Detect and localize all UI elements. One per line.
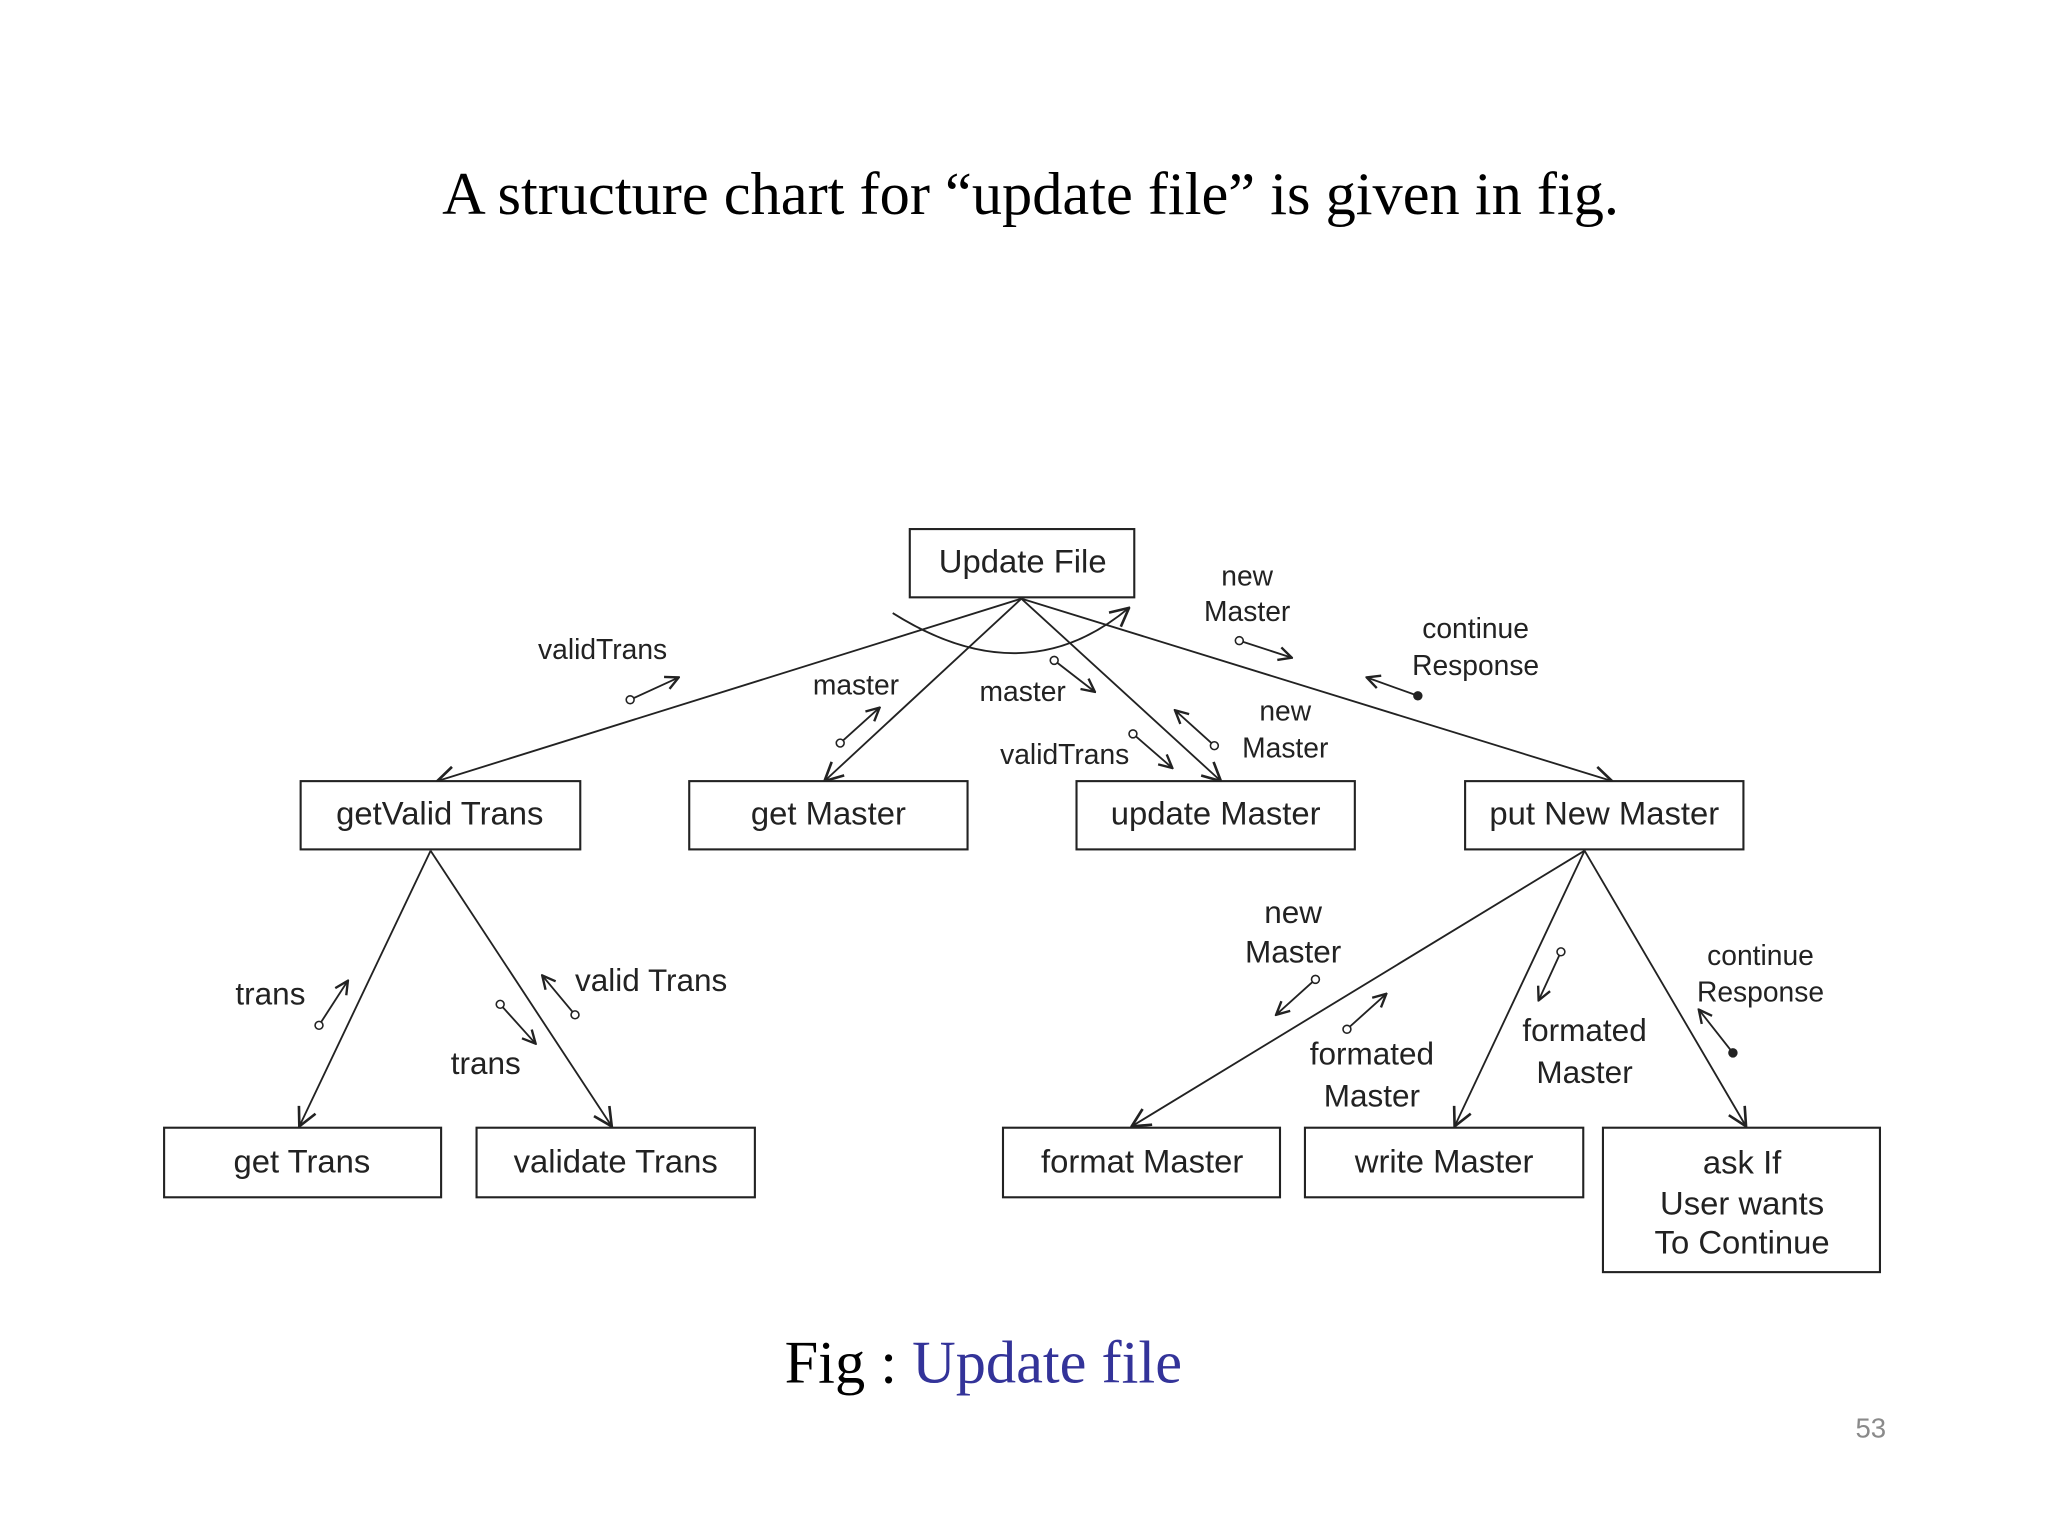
- flow-label-new-master: Master: [1242, 731, 1328, 763]
- svg-text:format Master: format Master: [1041, 1142, 1243, 1179]
- flow-label-continue-response: continue: [1422, 612, 1529, 644]
- flow-label-new-master: Master: [1245, 933, 1341, 969]
- data-couple-icon: [314, 1020, 324, 1031]
- module-get-valid-trans: getValid Trans: [299, 780, 582, 851]
- data-flow-arrow: [499, 1003, 535, 1043]
- data-couple-icon: [1556, 947, 1566, 957]
- data-couple-icon: [1049, 655, 1059, 666]
- flow-label-trans: trans: [451, 1045, 521, 1081]
- data-couple-icon: [1234, 635, 1245, 646]
- data-couple-icon: [1342, 1024, 1352, 1034]
- call-connection: [824, 597, 1022, 781]
- flow-label-formated-master: formated: [1522, 1012, 1646, 1048]
- data-flow-arrow: [1276, 978, 1317, 1014]
- svg-text:Update File: Update File: [939, 542, 1107, 579]
- call-connection: [1455, 850, 1586, 1127]
- flow-label-formated-master: Master: [1536, 1054, 1632, 1090]
- data-flow-arrow: [318, 981, 348, 1026]
- svg-text:write Master: write Master: [1354, 1142, 1534, 1179]
- data-flow-arrow: [1239, 639, 1292, 658]
- data-flow-arrow: [1132, 733, 1172, 768]
- call-connection: [1132, 849, 1586, 1127]
- flow-label-formated-master: formated: [1310, 1036, 1434, 1072]
- data-flow-arrows: [314, 635, 1738, 1058]
- data-couple-icon: [1310, 974, 1321, 985]
- data-couple-icon: [1209, 740, 1220, 751]
- flow-label-valid-trans: valid Trans: [575, 962, 727, 998]
- data-flow-arrow: [542, 975, 576, 1016]
- flow-label-validtrans: validTrans: [1000, 738, 1129, 770]
- data-couple-icon: [570, 1010, 580, 1020]
- svg-text:To Continue: To Continue: [1655, 1224, 1830, 1261]
- svg-text:User wants: User wants: [1660, 1184, 1824, 1221]
- flow-label-new-master: new: [1221, 560, 1273, 592]
- svg-text:get Trans: get Trans: [234, 1142, 371, 1179]
- call-connection: [299, 850, 432, 1127]
- flow-label-continue-response: Response: [1412, 649, 1539, 681]
- flow-label-master: master: [813, 668, 899, 700]
- module-validate-trans: validate Trans: [475, 1126, 756, 1199]
- module-connections: [299, 597, 1746, 1127]
- call-connection: [429, 850, 612, 1127]
- flow-label-formated-master: Master: [1324, 1078, 1420, 1114]
- flow-label-new-master: Master: [1204, 595, 1290, 627]
- flow-label-new-master: new: [1259, 695, 1311, 727]
- call-connection: [1020, 597, 1221, 781]
- data-couple-icon: [835, 738, 845, 748]
- call-connection: [1021, 597, 1612, 781]
- loop-arrow: [892, 608, 1129, 655]
- data-couple-icon: [495, 999, 505, 1010]
- flow-label-trans: trans: [235, 975, 305, 1011]
- module-ask-if-user-wants-to-continue: ask If User wants To Continue: [1601, 1126, 1882, 1274]
- module-get-master: get Master: [688, 780, 969, 851]
- module-put-new-master: put New Master: [1464, 780, 1745, 851]
- module-get-trans: get Trans: [163, 1126, 443, 1199]
- data-flow-arrow: [839, 708, 879, 744]
- svg-text:update Master: update Master: [1111, 794, 1321, 831]
- data-flow-arrow: [1699, 1010, 1734, 1054]
- module-update-file: Update File: [908, 528, 1136, 599]
- flow-label-continue-response: continue: [1707, 939, 1814, 971]
- svg-text:validate Trans: validate Trans: [514, 1142, 718, 1179]
- flow-label-master: master: [980, 675, 1066, 707]
- svg-text:put New Master: put New Master: [1489, 794, 1719, 831]
- call-connection: [437, 597, 1022, 781]
- module-update-master: update Master: [1075, 780, 1356, 851]
- svg-text:getValid Trans: getValid Trans: [336, 794, 543, 831]
- caption-highlight: Update file: [912, 1329, 1182, 1396]
- svg-text:get Master: get Master: [751, 794, 906, 831]
- page-number: 53: [1855, 1413, 1886, 1444]
- figure-caption: Fig : Update file: [785, 1329, 1182, 1396]
- data-flow-arrow: [1539, 951, 1562, 1001]
- data-couple-icon: [625, 695, 635, 705]
- data-flow-arrow: [1367, 677, 1419, 697]
- control-flag-icon: [1728, 1048, 1738, 1058]
- module-write-master: write Master: [1303, 1126, 1585, 1199]
- flow-label-continue-response: Response: [1697, 976, 1824, 1008]
- data-flow-arrow: [1175, 710, 1215, 747]
- flow-label-new-master: new: [1264, 894, 1322, 930]
- data-flow-arrow: [1346, 994, 1386, 1030]
- call-connection: [1583, 850, 1746, 1127]
- flow-label-validtrans: validTrans: [538, 633, 667, 665]
- data-couple-icon: [1128, 729, 1138, 739]
- slide-title: A structure chart for “update file” is g…: [442, 161, 1619, 228]
- data-flow-arrow: [629, 677, 679, 701]
- control-flag-icon: [1413, 691, 1423, 701]
- module-format-master: format Master: [1001, 1126, 1282, 1199]
- svg-text:ask If: ask If: [1703, 1144, 1782, 1181]
- data-flow-arrow: [1053, 659, 1095, 692]
